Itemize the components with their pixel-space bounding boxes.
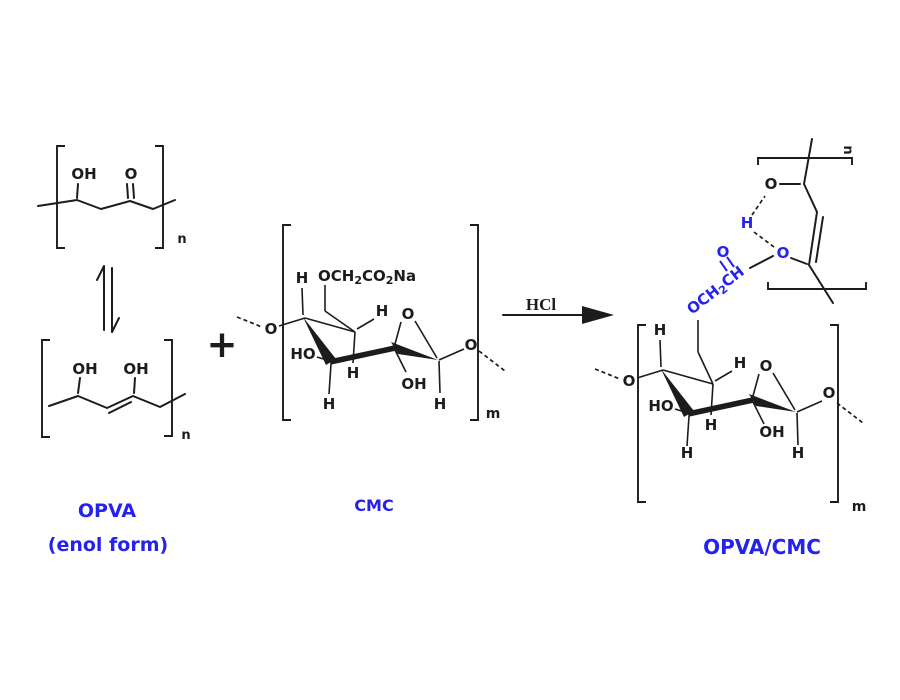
c-oh-bond <box>76 183 79 199</box>
reaction-arrow: HCl <box>502 295 614 324</box>
down-arrow-barb <box>111 317 120 333</box>
h-label: H <box>792 444 805 462</box>
bracket-right <box>164 339 173 437</box>
cmc-label: CMC <box>354 496 393 515</box>
opva-enol-structure: OH OH n <box>41 339 191 443</box>
bracket-left <box>41 339 50 438</box>
c-oh-bond <box>77 377 81 394</box>
hydrogen-bond-bridge: OCH2CH O O H <box>683 195 808 319</box>
hydrogen-bond-dashes <box>753 231 775 248</box>
bracket-right <box>155 145 164 249</box>
hydroxyl-label: OH <box>71 165 96 183</box>
arrow-head <box>582 306 614 324</box>
glycosidic-o-label: O <box>465 336 478 354</box>
bracket-bottom <box>767 282 867 290</box>
h-label: H <box>705 416 718 434</box>
enol-o-label: O <box>765 175 778 193</box>
polymer-backbone <box>803 138 818 213</box>
ho-label: HO <box>290 345 315 363</box>
product-opva-chain: O n <box>757 138 867 304</box>
bracket-right <box>830 324 839 503</box>
ring-o-label: O <box>402 305 415 323</box>
c-c-double-bond <box>815 216 824 263</box>
bridging-h-label: H <box>741 214 754 232</box>
c-c-double-bond <box>108 401 132 414</box>
bracket-top <box>757 157 853 165</box>
hydroxyl-label: OH <box>123 360 148 378</box>
hydrogen-bond-dashes <box>751 195 766 216</box>
c6-c5-bond <box>324 310 356 333</box>
oh-label: OH <box>759 423 784 441</box>
ester-o-label: O <box>777 244 790 262</box>
repeat-subscript-n: n <box>181 428 190 443</box>
polymer-backbone <box>37 199 176 210</box>
h-label: H <box>734 354 747 372</box>
bracket-left <box>282 224 291 421</box>
up-arrow-barb <box>96 265 105 281</box>
product-label: OPVA/CMC <box>703 535 821 559</box>
enol-form-label: (enol form) <box>48 534 168 556</box>
h-label: H <box>347 364 360 382</box>
polymer-backbone <box>808 264 834 304</box>
hydroxyl-label: OH <box>72 360 97 378</box>
product-structure: O n OCH2CH O O H H O O H HO <box>595 138 867 515</box>
opva-label: OPVA <box>78 500 136 522</box>
carbonyl-o-label: O <box>125 165 138 183</box>
repeat-subscript-m: m <box>852 499 867 515</box>
carbonyl-o-label: O <box>717 243 730 261</box>
plus-sign: + <box>206 323 237 366</box>
h-label: H <box>654 321 667 339</box>
glycosidic-o-label: O <box>623 372 636 390</box>
opva-keto-structure: OH O n <box>37 145 187 249</box>
c-o-double-bond <box>726 256 735 268</box>
repeat-subscript-n: n <box>177 232 186 247</box>
c-oh-bond <box>133 377 136 394</box>
h-label: H <box>296 269 309 287</box>
bracket-left <box>56 145 65 249</box>
c-o-double-bond <box>126 183 129 199</box>
h-label: H <box>681 444 694 462</box>
carboxymethyl-blue-label: OCH2CH <box>683 262 749 319</box>
h-label: H <box>434 395 447 413</box>
c-o-double-bond <box>719 260 728 272</box>
product-sugar-unit: H O O H HO H OH H H O m <box>595 320 866 515</box>
reagent-label: HCl <box>526 295 557 314</box>
cmc-structure: OCH2CO2Na H O O H HO H OH H H O m <box>237 224 505 422</box>
carboxymethyl-label: OCH2CO2Na <box>318 267 416 287</box>
repeat-subscript-n: n <box>840 145 855 154</box>
polymer-backbone <box>48 393 186 409</box>
equilibrium-arrows <box>96 265 120 333</box>
glycosidic-o-label: O <box>265 320 278 338</box>
c-c-double-bond <box>808 211 818 266</box>
repeat-subscript-m: m <box>486 406 501 422</box>
o-c-bond <box>790 257 808 265</box>
h-label: H <box>323 395 336 413</box>
bracket-right <box>470 224 479 421</box>
c6-c5-bond <box>697 351 714 385</box>
c-o-double-bond <box>132 183 135 199</box>
ring-o-label: O <box>760 357 773 375</box>
oh-label: OH <box>401 375 426 393</box>
c-o-bond <box>749 255 774 269</box>
glycosidic-o-label: O <box>823 384 836 402</box>
h-label: H <box>376 302 389 320</box>
ho-label: HO <box>648 397 673 415</box>
bracket-left <box>637 324 646 503</box>
